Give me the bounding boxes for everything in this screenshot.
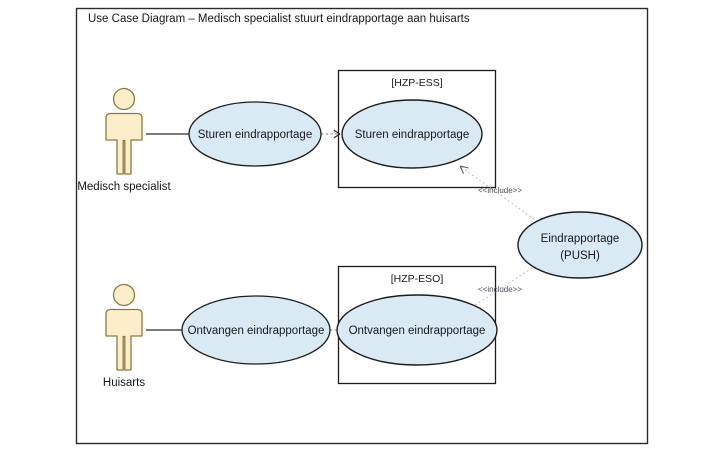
include-label-eso: <<include>> [478, 285, 522, 294]
actor-head-icon [112, 283, 136, 307]
use-case-ontvangen-eindrapportage-system[interactable]: Ontvangen eindrapportage [336, 294, 498, 366]
use-case-label: Ontvangen eindrapportage [188, 325, 325, 337]
link-sturen-actor-to-system [321, 129, 341, 139]
use-case-ellipse [336, 294, 498, 366]
actor-medisch-specialist[interactable]: Medisch specialist [77, 87, 171, 194]
use-case-ellipse [181, 295, 331, 365]
actor-body-icon [105, 308, 143, 371]
actor-label-medisch-specialist: Medisch specialist [77, 181, 171, 193]
use-case-sturen-eindrapportage-system[interactable]: Sturen eindrapportage [341, 99, 483, 169]
use-case-ellipse [341, 99, 483, 169]
actor-huisarts[interactable]: Huisarts [103, 283, 145, 390]
include-relationship-ess-push: <<include>> [459, 165, 539, 223]
actor-head-icon [112, 87, 136, 111]
diagram-title: Use Case Diagram – Medisch specialist st… [88, 13, 470, 25]
actor-body-icon [105, 112, 143, 175]
use-case-label: Ontvangen eindrapportage [349, 325, 486, 337]
use-case-ellipse [517, 211, 643, 279]
use-case-ontvangen-eindrapportage-actor[interactable]: Ontvangen eindrapportage [181, 295, 331, 365]
include-label-ess: <<include>> [478, 186, 522, 195]
use-case-eindrapportage-push[interactable]: Eindrapportage (PUSH) [517, 211, 643, 279]
system-label-hzp-eso: [HZP-ESO] [391, 273, 444, 285]
use-case-label-line1: Eindrapportage [541, 233, 620, 245]
actor-label-huisarts: Huisarts [103, 377, 145, 389]
system-label-hzp-ess: [HZP-ESS] [391, 77, 442, 89]
use-case-ellipse [188, 101, 322, 167]
use-case-label: Sturen eindrapportage [355, 129, 469, 141]
use-case-sturen-eindrapportage-actor[interactable]: Sturen eindrapportage [188, 101, 322, 167]
use-case-label: Sturen eindrapportage [198, 129, 312, 141]
use-case-label-line2: (PUSH) [560, 250, 600, 262]
